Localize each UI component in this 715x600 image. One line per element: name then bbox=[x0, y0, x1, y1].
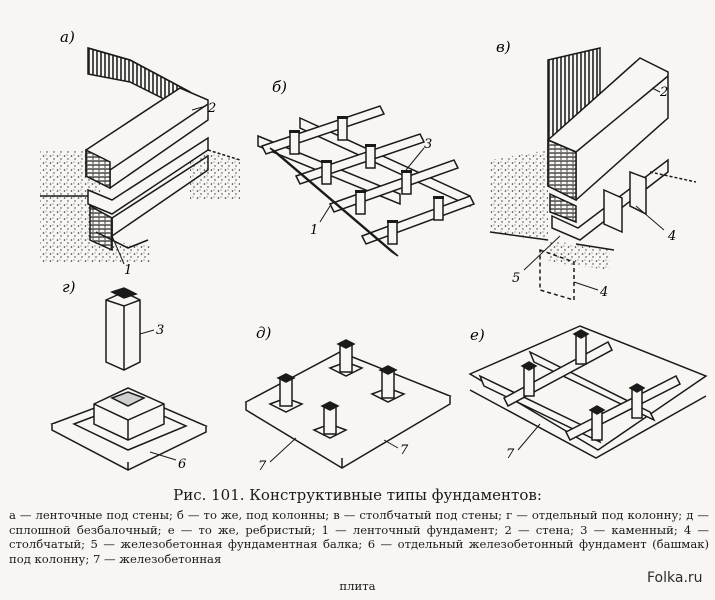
panel-letter-b: б) bbox=[272, 78, 287, 96]
panel-letter-a: а) bbox=[60, 28, 75, 46]
panel-g-leaders bbox=[139, 329, 177, 461]
foundation-diagram: а) б) в) г) д) е) 2 1 3 1 2 4 5 4 3 6 7 … bbox=[40, 28, 708, 474]
panel-a-leaders bbox=[111, 105, 207, 265]
panel-b-leaders bbox=[319, 147, 425, 223]
label-b-strip: 1 bbox=[310, 223, 318, 238]
panel-letter-d: д) bbox=[256, 324, 272, 342]
caption-title: Рис. 101. Конструктивные типы фундаменто… bbox=[173, 486, 542, 504]
label-a-foundation: 1 bbox=[124, 263, 132, 278]
label-v-wall: 2 bbox=[659, 85, 668, 100]
panel-e-ribbed-slab bbox=[468, 325, 708, 459]
panel-v-leaders bbox=[523, 87, 665, 291]
panel-b-strip-grid bbox=[257, 105, 476, 257]
label-d-slab-right: 7 bbox=[400, 443, 409, 458]
label-v-column: 4 bbox=[667, 229, 676, 244]
panel-letter-e: е) bbox=[470, 326, 485, 344]
panel-letter-v: в) bbox=[496, 38, 511, 56]
label-d-slab-left: 7 bbox=[258, 459, 267, 474]
panel-a-strip-foundation bbox=[40, 47, 241, 262]
watermark: Folka.ru bbox=[647, 570, 703, 586]
panel-v-column-foundation bbox=[489, 47, 697, 302]
panel-e-leaders bbox=[517, 423, 541, 451]
label-a-wall: 2 bbox=[207, 101, 216, 116]
panel-d-flat-slab bbox=[244, 339, 452, 469]
label-v-beam: 5 bbox=[512, 271, 520, 286]
caption-legend: а — ленточные под стены; б — то же, под … bbox=[9, 508, 709, 566]
label-g-shoe: 6 bbox=[178, 457, 186, 472]
panel-g-column-shoe bbox=[50, 287, 208, 471]
label-g-column: 3 bbox=[156, 323, 164, 338]
caption-legend-end: плита bbox=[339, 579, 376, 593]
panel-letter-g: г) bbox=[62, 278, 76, 296]
label-v-column-lower: 4 bbox=[599, 285, 608, 300]
panel-d-leaders bbox=[269, 437, 399, 463]
label-b-column: 3 bbox=[424, 137, 432, 152]
label-e-slab: 7 bbox=[506, 447, 515, 462]
